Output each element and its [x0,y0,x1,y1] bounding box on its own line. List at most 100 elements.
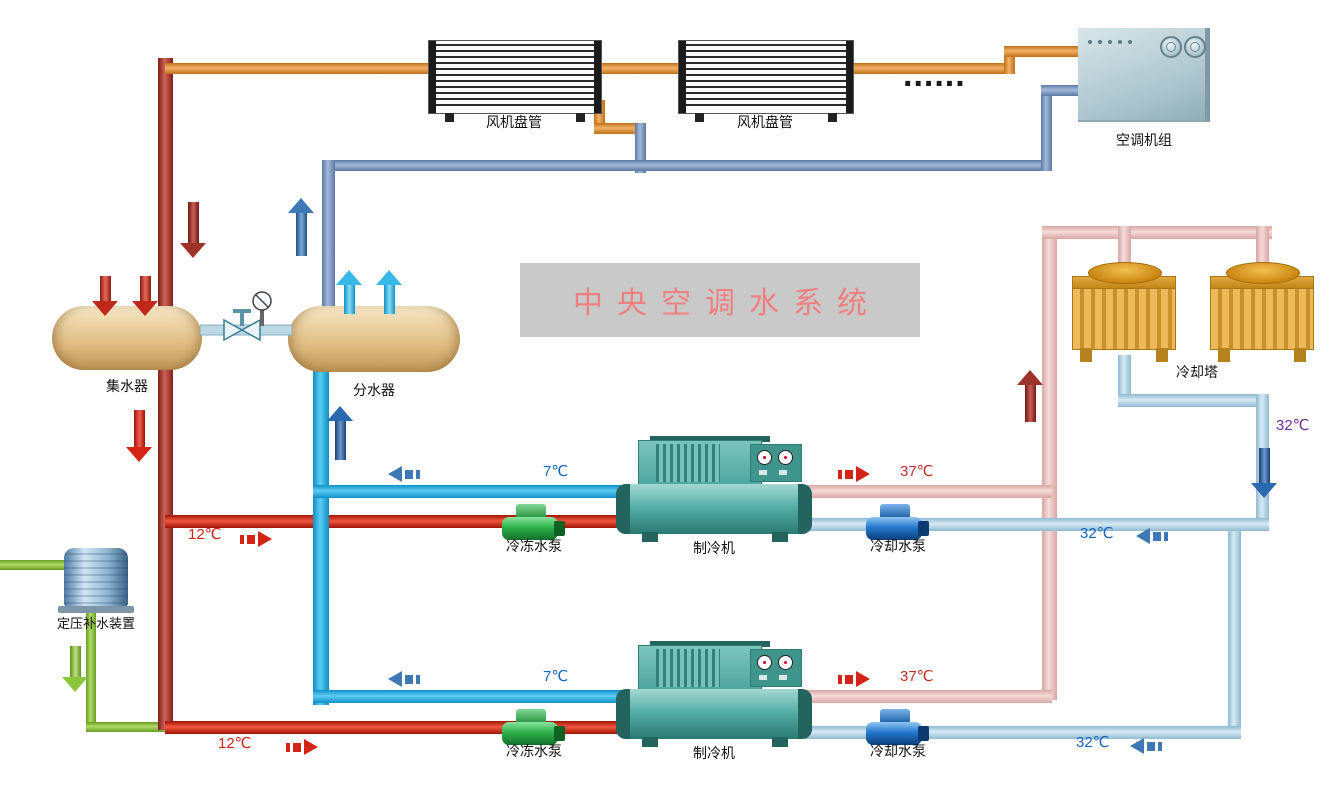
pump-body [866,722,922,745]
coil-end-plate [429,41,436,113]
water-collector [52,306,202,370]
flow-arrow-makeup-down [62,646,88,692]
ahu-label: 空调机组 [1116,132,1172,148]
shell-cap [798,689,812,739]
pipe-fancoil-supply-ahu-h [1041,85,1086,96]
chilled-water-pump-1 [502,504,566,548]
chiller-1-label: 制冷机 [693,540,735,556]
pipe-tower1-outlet [1118,355,1131,402]
pipe-return-riser-top [158,58,173,310]
coil-connector [828,113,837,122]
vent-holes [1088,40,1132,44]
control-panel [750,444,802,482]
collector-label: 集水器 [106,378,148,394]
flow-dash-arrow-left [388,671,420,687]
coil-connector [445,113,454,122]
pipe-cooling-out-1 [800,485,1052,498]
coil-fins [436,44,594,110]
shell-cap [798,484,812,534]
pump-body [502,722,558,745]
temp-chilled-supply-2: 7℃ [543,668,569,685]
flow-arrow-from-towers [1251,448,1277,498]
tower-leg [1218,348,1230,362]
evaporator-shell [616,689,812,739]
valve-stem [240,312,244,326]
chiller-2-label: 制冷机 [693,745,735,761]
valve-handle [233,309,251,313]
pump-motor [880,504,910,519]
gauge-icon [778,655,793,670]
shell-cap [616,484,630,534]
chiller-foot [772,737,788,747]
valve-icon [240,318,261,342]
flow-arrow-to-towers [1017,370,1043,422]
flow-arrow-return-down [180,202,206,258]
pump-body [866,517,922,540]
coil-fins [686,44,846,110]
makeup-device-label: 定压补水装置 [56,616,135,631]
pipe-fancoil-supply-main [322,160,1052,171]
panel-button [759,675,767,680]
coil-connector [695,113,704,122]
flow-dash-arrow-left [1130,738,1162,754]
fan-coil-unit-1 [428,40,602,122]
temp-cooling-in-1: 32℃ [1080,525,1114,542]
flow-arrow-out-of-distributor [376,270,402,314]
flow-arrow-into-distributor [327,406,353,460]
cooling-water-pump-1 [866,504,930,548]
pipe-cooling-supply-riser [1042,226,1057,700]
temp-chilled-return-1: 12℃ [188,526,222,543]
temp-chilled-return-2: 12℃ [218,735,252,752]
chilled-water-pump-2 [502,709,566,753]
pipe-fancoil-step-h [594,123,646,134]
cooling-tower-2 [1210,262,1314,362]
tower-leg [1294,348,1306,362]
fan-coil-2-label: 风机盘管 [737,114,793,130]
temp-chilled-supply-1: 7℃ [543,463,569,480]
pump-motor [516,709,546,724]
flow-dash-arrow-left [388,466,420,482]
chiller-foot [642,737,658,747]
gauge-icon [778,450,793,465]
flow-arrow-into-collector [92,276,118,316]
panel-button [779,675,787,680]
flow-dash-arrow-right [838,466,870,482]
flow-arrow-into-collector [132,276,158,316]
compressor-fins [656,649,720,687]
chilled-pump-1-label: 冷冻水泵 [506,538,562,554]
gauge-stem [260,310,264,326]
tower-fan-icon [1088,262,1162,284]
pipe-chilled-supply-2 [313,690,625,703]
cooling-pump-2-label: 冷却水泵 [870,743,926,759]
pipe-cooling-out-2 [800,690,1052,703]
pipe-chilled-supply-riser [313,368,329,705]
air-handling-unit [1078,28,1210,122]
control-panel [750,649,802,687]
fan-coil-unit-2 [678,40,854,122]
flow-dash-arrow-right [240,531,272,547]
gauge-icon [757,450,772,465]
chiller-top-pipe [650,641,770,647]
pipe-cooling-supply-top [1042,226,1272,239]
pump-motor [880,709,910,724]
chiller-foot [642,532,658,542]
pump-flange [554,726,565,741]
tower-fan-icon [1226,262,1300,284]
valve-gauge-assembly [200,291,292,342]
pipe-fancoil-supply-ahu-v [1041,85,1052,171]
makeup-water-tank [64,548,128,608]
chiller-foot [772,532,788,542]
pump-motor [516,504,546,519]
pipe-makeup-drop [86,606,96,728]
diagram-title: 中央空调水系统 [520,263,920,337]
pipe-distributor-riser [322,160,335,310]
pipe-chilled-supply-1 [313,485,625,498]
pump-flange [918,521,929,536]
temp-cooling-in-2: 32℃ [1076,734,1110,751]
flow-dash-arrow-left [1136,528,1168,544]
temp-cooling-out-1: 37℃ [900,463,934,480]
chiller-2 [616,641,812,749]
cooling-pump-1-label: 冷却水泵 [870,538,926,554]
compressor-fins [656,444,720,482]
panel-button [779,470,787,475]
